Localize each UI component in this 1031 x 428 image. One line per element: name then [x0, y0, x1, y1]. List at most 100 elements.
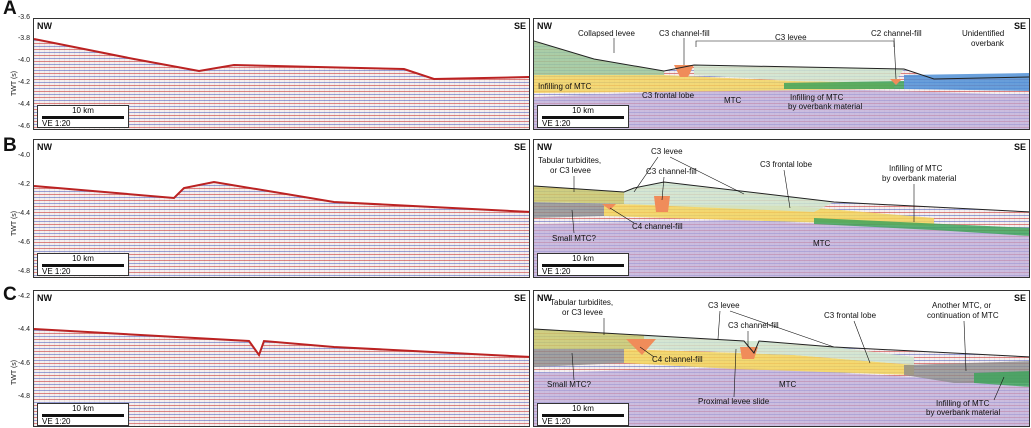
- annotation-c3-levee: C3 levee: [651, 147, 683, 156]
- scale-bar-line: [542, 116, 624, 119]
- frontal-lobe: [624, 349, 914, 375]
- scale-km: 10 km: [572, 254, 594, 263]
- annotation-c3-frontal-lobe: C3 frontal lobe: [642, 91, 695, 100]
- collapsed-levee: [534, 41, 664, 75]
- panel-c-seismic: NW SE 10 km VE 1:20: [33, 290, 530, 427]
- scale-bar-line: [42, 414, 124, 417]
- tick-a-4: -4.4: [17, 101, 30, 108]
- annotation-by-overbank: by overbank material: [882, 174, 956, 183]
- annotation-infilling-mtc: Infilling of MTC: [889, 164, 943, 173]
- panel-b-interpretation: Tabular turbidites, or C3 levee C3 levee…: [533, 139, 1030, 278]
- label-se: SE: [1013, 142, 1026, 152]
- c4-channel: [626, 339, 656, 355]
- seafloor-mask: [34, 140, 529, 213]
- panel-b-seismic: NW SE 10 km VE 1:20: [33, 139, 530, 278]
- annotation-tabular: Tabular turbidites,: [550, 298, 613, 307]
- scale-ve: VE 1:20: [542, 417, 571, 426]
- c3-levee: [644, 335, 914, 365]
- annotation-by-overbank: by overbank material: [926, 408, 1000, 417]
- scale-bar-line: [42, 264, 124, 267]
- annotation-c2-channel-fill: C2 channel-fill: [871, 29, 922, 38]
- annotation-mtc: MTC: [724, 96, 742, 105]
- tick-c-2: -4.6: [17, 360, 30, 367]
- annotation-small-mtc: Small MTC?: [547, 380, 592, 389]
- label-nw: NW: [37, 293, 52, 303]
- panel-letter-b: B: [3, 135, 17, 156]
- annotation-collapsed-levee: Collapsed levee: [578, 29, 635, 38]
- mtc-zone: [534, 220, 1029, 277]
- annotation-by-overbank: by overbank material: [788, 102, 862, 111]
- label-se: SE: [513, 293, 526, 303]
- label-nw: NW: [537, 293, 552, 303]
- annotation-another-mtc: Another MTC, or: [932, 301, 991, 310]
- annotation-c3-channel-fill: C3 channel-fill: [646, 167, 697, 176]
- scale-bar: 10 km VE 1:20: [37, 253, 129, 276]
- scale-km: 10 km: [72, 404, 94, 413]
- tick-a-2: -4.0: [17, 57, 30, 64]
- tick-a-1: -3.8: [17, 35, 30, 42]
- annotation-small-mtc: Small MTC?: [552, 234, 597, 243]
- annotation-or-c3-levee: or C3 levee: [562, 308, 603, 317]
- interpretation-overlay: Collapsed levee C3 channel-fill C3 levee…: [534, 19, 1029, 129]
- scale-km: 10 km: [572, 106, 594, 115]
- scale-ve: VE 1:20: [42, 417, 71, 426]
- tick-a-3: -4.2: [17, 79, 30, 86]
- tick-c-0: -4.2: [17, 293, 30, 300]
- scale-km: 10 km: [72, 254, 94, 263]
- c3-levee: [694, 65, 904, 83]
- tick-b-0: -4.0: [17, 152, 30, 159]
- label-se: SE: [1013, 293, 1026, 303]
- scale-ve: VE 1:20: [42, 119, 71, 128]
- annotation-c3-frontal-lobe: C3 frontal lobe: [760, 160, 813, 169]
- panel-a-interpretation: Collapsed levee C3 channel-fill C3 levee…: [533, 18, 1030, 130]
- interpretation-overlay: Tabular turbidites, or C3 levee C3 levee…: [534, 140, 1029, 277]
- scale-ve: VE 1:20: [542, 267, 571, 276]
- label-se: SE: [513, 142, 526, 152]
- scale-km: 10 km: [72, 106, 94, 115]
- tick-b-3: -4.6: [17, 239, 30, 246]
- scale-ve: VE 1:20: [42, 267, 71, 276]
- tick-a-5: -4.6: [17, 123, 30, 130]
- annotation-c3-levee: C3 levee: [708, 301, 740, 310]
- annotation-c4-channel-fill: C4 channel-fill: [632, 222, 683, 231]
- scale-bar: 10 km VE 1:20: [537, 403, 629, 426]
- scale-ve: VE 1:20: [542, 119, 571, 128]
- c3-levee: [624, 182, 834, 212]
- annotation-tabular: Tabular turbidites,: [538, 156, 601, 165]
- label-se: SE: [513, 21, 526, 31]
- seafloor-mask: [34, 19, 529, 81]
- scale-bar-line: [542, 414, 624, 417]
- infill-overbank: [974, 371, 1029, 387]
- tick-c-3: -4.8: [17, 393, 30, 400]
- annotation-c4-channel-fill: C4 channel-fill: [652, 355, 703, 364]
- scale-bar: 10 km VE 1:20: [37, 403, 129, 426]
- annotation-proximal-levee-slide: Proximal levee slide: [698, 397, 770, 406]
- panel-letter-c: C: [3, 284, 17, 305]
- annotation-c3-frontal-lobe: C3 frontal lobe: [824, 311, 877, 320]
- annotation-infilling-mtc-2: Infilling of MTC: [790, 93, 844, 102]
- scale-bar-line: [542, 264, 624, 267]
- interpretation-overlay: Tabular turbidites, or C3 levee C3 levee…: [534, 291, 1029, 426]
- scale-bar-line: [42, 116, 124, 119]
- mtc-zone: [534, 89, 1029, 129]
- mtc-zone: [534, 367, 1029, 426]
- annotation-unidentified: Unidentified: [962, 29, 1004, 38]
- annotation-infilling-mtc: Infilling of MTC: [936, 399, 990, 408]
- annotation-continuation-mtc: continuation of MTC: [927, 311, 999, 320]
- c4-channel: [602, 204, 616, 210]
- label-nw: NW: [537, 21, 552, 31]
- label-nw: NW: [37, 142, 52, 152]
- small-mtc: [534, 202, 604, 218]
- scale-bar: 10 km VE 1:20: [537, 253, 629, 276]
- tick-c-1: -4.4: [17, 326, 30, 333]
- c3-channel: [740, 347, 758, 359]
- annotation-mtc: MTC: [779, 380, 797, 389]
- tick-b-1: -4.2: [17, 181, 30, 188]
- small-mtc: [534, 349, 624, 367]
- infill-overbank: [784, 81, 904, 89]
- scale-bar: 10 km VE 1:20: [537, 105, 629, 128]
- scale-bar: 10 km VE 1:20: [37, 105, 129, 128]
- annotation-overbank: overbank: [971, 39, 1005, 48]
- scale-km: 10 km: [572, 404, 594, 413]
- infill-overbank: [814, 218, 1029, 236]
